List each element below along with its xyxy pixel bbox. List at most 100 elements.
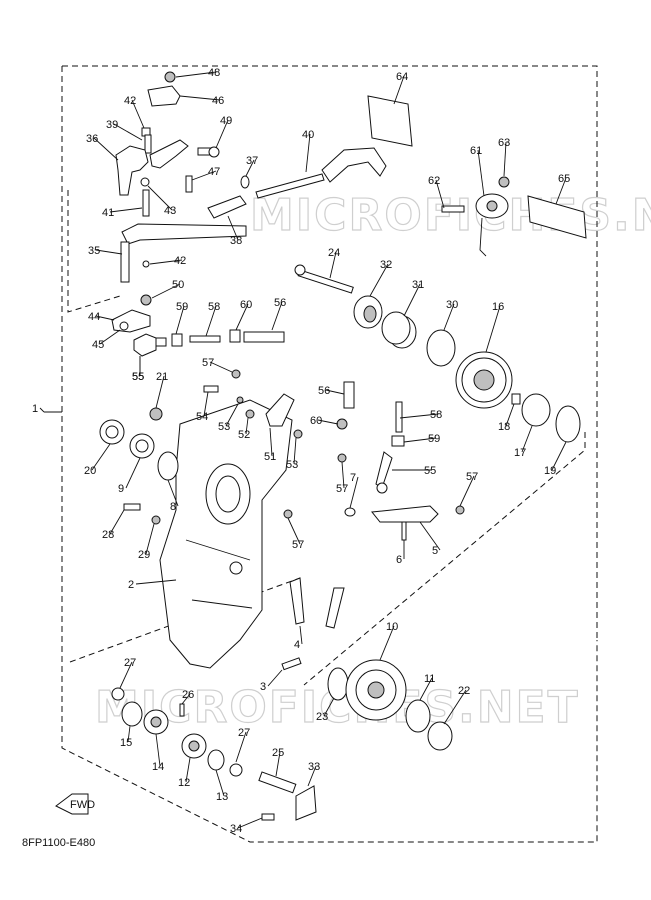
leader-7: [349, 476, 359, 509]
callout-24: 24: [328, 247, 340, 259]
callout-37: 37: [246, 155, 258, 167]
leader-57-2: [341, 461, 345, 489]
circlip-8: [157, 451, 179, 481]
leader-26: [181, 693, 191, 705]
callout-42-1: 42: [124, 95, 136, 107]
bolt-49-head: [208, 146, 220, 158]
shaft-35: [121, 223, 247, 245]
callout-65: 65: [558, 173, 570, 185]
leader-60: [235, 303, 249, 331]
bolt-34: [261, 813, 275, 821]
callout-61: 61: [470, 145, 482, 157]
callout-29: 29: [138, 549, 150, 561]
leader-41: [109, 207, 143, 213]
joint-56-lower: [343, 381, 355, 409]
callout-10: 10: [386, 621, 398, 633]
rod-40: [255, 173, 325, 199]
sensor-61: [441, 176, 510, 257]
callout-55-10: 55: [424, 465, 436, 477]
callout-5: 5: [432, 545, 438, 557]
callout-57-2: 57: [336, 483, 348, 495]
callout-32: 32: [380, 259, 392, 271]
callout-51: 51: [264, 451, 276, 463]
circlip-19: [555, 405, 581, 443]
sub-boundary-right: [303, 432, 586, 686]
washer-27-left: [111, 687, 125, 701]
spring-38: [207, 195, 247, 219]
joint-55-upper: [133, 333, 157, 357]
callout-11: 11: [424, 673, 435, 685]
callout-38: 38: [230, 235, 242, 247]
joint-56-upper: [243, 331, 285, 343]
plug-21: [149, 407, 163, 421]
callout-21: 21: [156, 371, 168, 383]
rod-end: [155, 337, 167, 347]
leader-54: [203, 391, 209, 417]
leader-2: [135, 579, 177, 585]
seal-22: [427, 721, 453, 751]
leader-29: [145, 523, 155, 555]
washer-27-right: [229, 763, 243, 777]
callout-43: 43: [164, 205, 176, 217]
leader-27: [119, 661, 133, 689]
leader-36: [93, 137, 119, 161]
callout-9: 9: [118, 483, 124, 495]
washer-43: [140, 177, 150, 187]
callout-4: 4: [294, 639, 300, 651]
callout-47: 47: [208, 166, 220, 178]
leader-lines: [39, 71, 567, 829]
arm-36: [115, 145, 149, 196]
washer-57-mid: [337, 453, 347, 463]
leader-38: [227, 215, 239, 241]
leader-61: [477, 149, 485, 197]
leader-64: [393, 75, 405, 105]
callout-60: 60: [240, 299, 252, 311]
leader-49: [215, 119, 229, 149]
shaft-25: [258, 771, 297, 794]
leader-45: [99, 329, 121, 345]
callout-44: 44: [88, 311, 100, 323]
callout-57-4: 57: [466, 471, 478, 483]
leader-11: [419, 677, 433, 701]
washer-29: [151, 515, 161, 525]
leader-33: [307, 765, 317, 787]
sticker-64: [367, 95, 413, 147]
leader-57: [209, 361, 233, 373]
pin-18: [511, 393, 521, 405]
callout-46: 46: [212, 95, 224, 107]
callout-57-3: 57: [292, 539, 304, 551]
callout-13: 13: [216, 791, 228, 803]
callout-27: 27: [124, 657, 136, 669]
callout-16: 16: [492, 301, 504, 313]
nut-63: [498, 176, 510, 188]
leader-52: [245, 417, 249, 435]
leader-37: [245, 159, 255, 177]
boundary-lower: [61, 66, 598, 843]
callout-35: 35: [88, 245, 100, 257]
leader-47: [191, 170, 217, 181]
leader-34: [237, 817, 263, 829]
leader-1: [39, 407, 45, 413]
leader-53: [225, 403, 239, 427]
gear-10-group: [327, 659, 453, 751]
callout-40: 40: [302, 129, 314, 141]
leader-32: [369, 263, 389, 297]
leader-43: [147, 185, 173, 211]
callout-28: 28: [102, 529, 114, 541]
callout-55: 55: [132, 371, 144, 383]
lower-gears: [111, 687, 317, 821]
callout-45: 45: [92, 339, 104, 351]
callout-12: 12: [178, 777, 190, 789]
rod-58: [189, 335, 221, 343]
boundary-top: [62, 65, 598, 432]
callout-53-5: 53: [286, 459, 298, 471]
leader-62: [435, 179, 445, 209]
leader-63: [503, 141, 507, 177]
leader-58: [205, 305, 217, 337]
bolt-28: [123, 503, 141, 511]
callout-56: 56: [274, 297, 286, 309]
leader-19: [551, 441, 567, 471]
callout-25: 25: [272, 747, 284, 759]
